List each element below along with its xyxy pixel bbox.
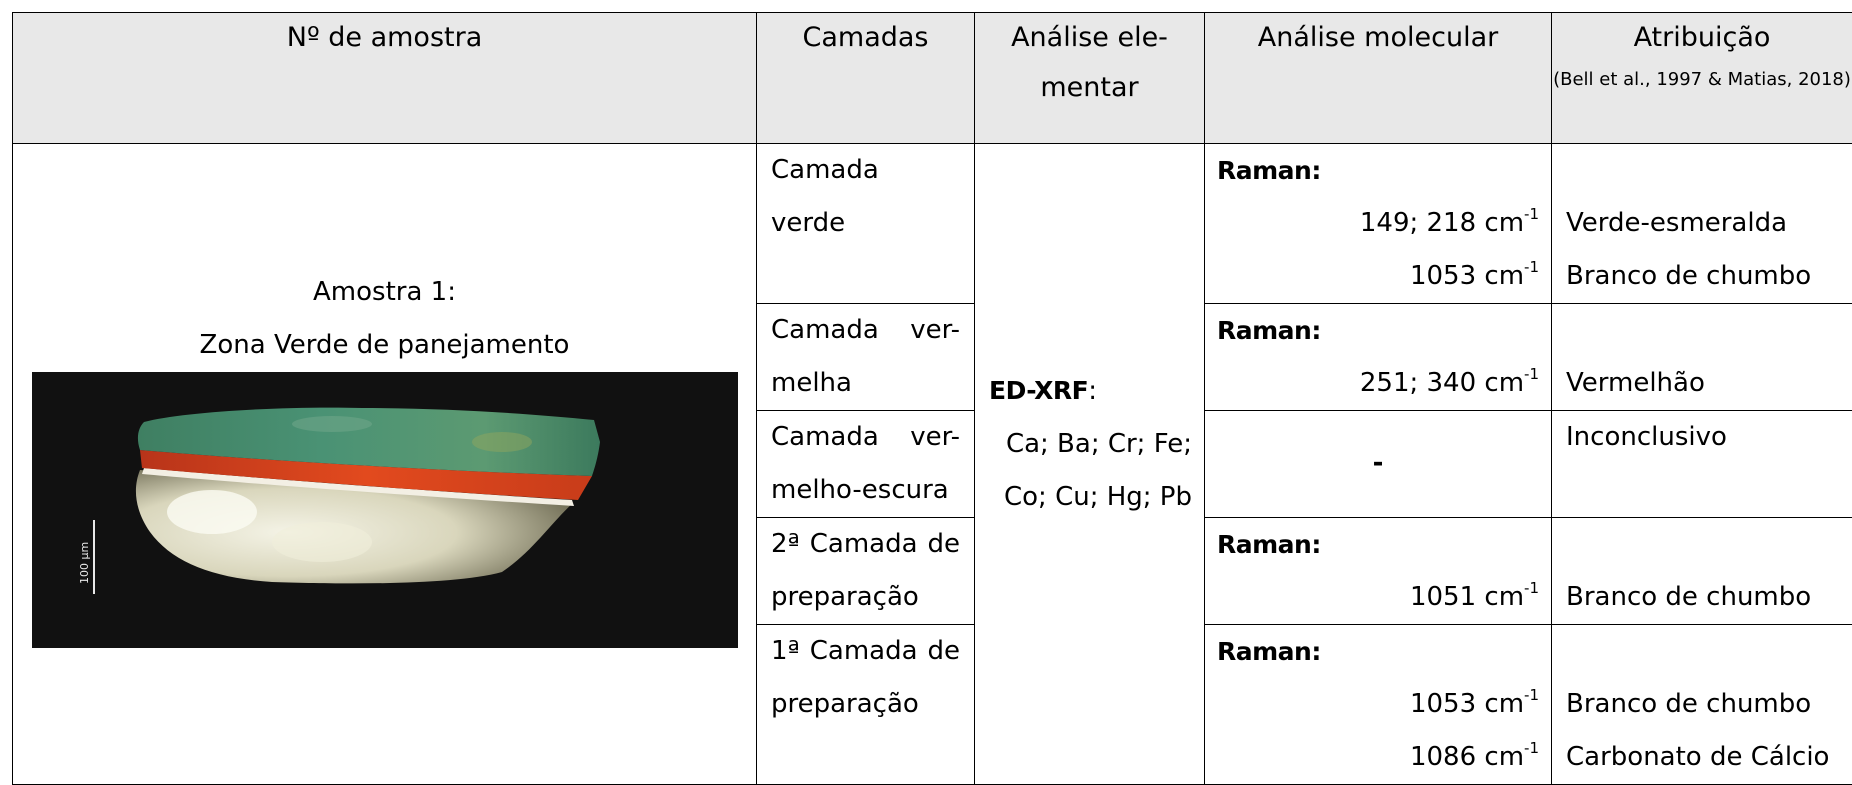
header-elemental: Análise ele- mentar	[975, 13, 1205, 144]
sample-cell: Amostra 1: Zona Verde de panejamento	[13, 144, 757, 785]
xrf-label: ED-XRF	[989, 376, 1088, 405]
raman-label: Raman:	[1217, 625, 1539, 678]
attribution-cell: Verde-esmeralda Branco de chumbo	[1552, 144, 1852, 304]
attribution-cell: Branco de chumbo	[1552, 518, 1852, 625]
layer-cell: Camada verde	[757, 144, 975, 304]
molecular-dash: -	[1217, 411, 1539, 490]
raman-value: 1053 cm	[1410, 261, 1524, 291]
raman-value: 251; 340 cm	[1360, 368, 1524, 398]
raman-value: 1086 cm	[1410, 742, 1524, 772]
attribution-value: Verde-esmeralda	[1566, 197, 1838, 250]
header-molecular: Análise molecular	[1205, 13, 1552, 144]
header-layers: Camadas	[757, 13, 975, 144]
molecular-cell: Raman: 1051 cm-1	[1205, 518, 1552, 625]
elements-line-1: Ca; Ba; Cr; Fe;	[975, 418, 1204, 471]
attribution-reference: (Bell et al., 1997 & Matias, 2018)	[1552, 65, 1852, 95]
attribution-value: Inconclusivo	[1566, 411, 1838, 464]
molecular-cell: Raman: 251; 340 cm-1	[1205, 304, 1552, 411]
raman-value: 1053 cm	[1410, 689, 1524, 719]
layer-cell: 1ª Camada de preparação	[757, 625, 975, 785]
raman-label: Raman:	[1217, 304, 1539, 357]
analysis-table-container: Nº de amostra Camadas Análise ele- menta…	[12, 12, 1852, 778]
layer-cell: 2ª Camada de preparação	[757, 518, 975, 625]
raman-label: Raman:	[1217, 518, 1539, 571]
attribution-value: Vermelhão	[1566, 357, 1838, 410]
scale-bar-label: 100 µm	[78, 542, 91, 584]
attribution-cell: Vermelhão	[1552, 304, 1852, 411]
raman-value: 1051 cm	[1410, 582, 1524, 612]
attribution-value: Carbonato de Cálcio	[1566, 731, 1838, 784]
molecular-cell: Raman: 1053 cm-1 1086 cm-1	[1205, 625, 1552, 785]
elements-line-2: Co; Cu; Hg; Pb	[975, 471, 1204, 524]
cross-section-micrograph: 100 µm	[32, 372, 738, 648]
layer-cell: Camada ver- melha	[757, 304, 975, 411]
header-attribution: Atribuição (Bell et al., 1997 & Matias, …	[1552, 13, 1852, 144]
attribution-cell: Branco de chumbo Carbonato de Cálcio	[1552, 625, 1852, 785]
analysis-table: Nº de amostra Camadas Análise ele- menta…	[12, 12, 1852, 785]
attribution-value: Branco de chumbo	[1566, 571, 1838, 624]
header-row: Nº de amostra Camadas Análise ele- menta…	[13, 13, 1852, 144]
sample-title: Amostra 1: Zona Verde de panejamento	[13, 266, 756, 372]
attribution-value: Branco de chumbo	[1566, 678, 1838, 731]
raman-label: Raman:	[1217, 144, 1539, 197]
molecular-cell: -	[1205, 411, 1552, 518]
layer-cell: Camada ver- melho-escura	[757, 411, 975, 518]
header-sample: Nº de amostra	[13, 13, 757, 144]
table-row: Amostra 1: Zona Verde de panejamento	[13, 144, 1852, 304]
raman-value: 149; 218 cm	[1360, 208, 1524, 238]
attribution-value: Branco de chumbo	[1566, 250, 1838, 303]
molecular-cell: Raman: 149; 218 cm-1 1053 cm-1	[1205, 144, 1552, 304]
elemental-cell: ED-XRF: Ca; Ba; Cr; Fe; Co; Cu; Hg; Pb	[975, 144, 1205, 785]
attribution-cell: Inconclusivo	[1552, 411, 1852, 518]
